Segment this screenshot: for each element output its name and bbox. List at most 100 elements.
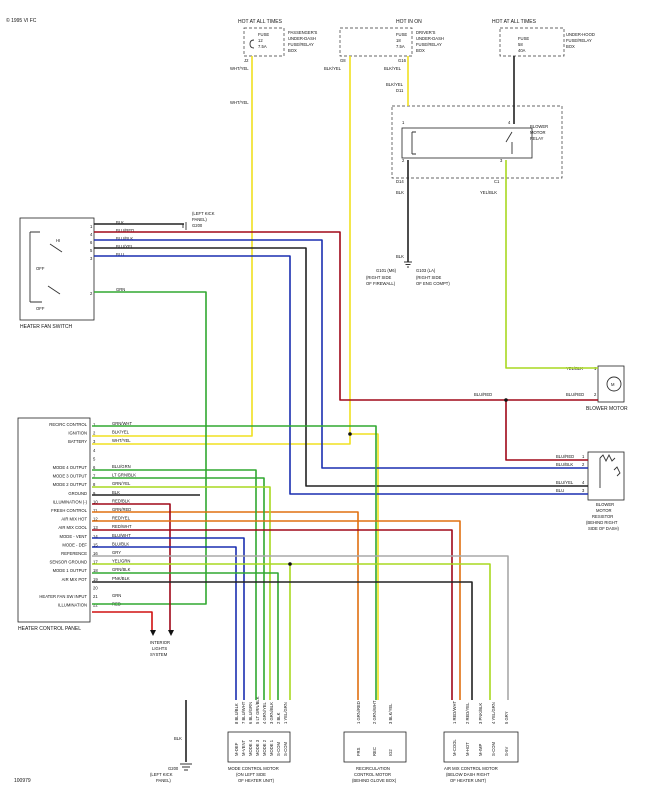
blower-wire-label: BLU/RED [566,392,584,397]
wire-blu-blk [94,239,588,469]
panel-wire-label: BLU/BLK [112,541,129,546]
connector-function-label: S-COM [276,742,281,756]
wire-pnk-blk-pot [92,581,473,700]
blower-motor-relay: BLOWER MOTOR RELAY D11 BLK/YEL 1 2 3 4 D… [386,82,563,195]
relay-coil [411,131,416,155]
fan-switch-ground: G200 [192,223,203,228]
relay-pin-d14: D14 [396,179,404,184]
copyright-text: © 1995 VI FC [6,17,37,24]
g200-note: (LEFT KICK [150,772,173,777]
ground-g101-note: (RIGHT SIDE [366,275,391,280]
panel-wire-label: GRN [112,593,121,598]
fan-switch-pin: 4 [90,232,93,237]
panel-terminal-pin: 15 [93,542,98,547]
wire-grn-wht-recirc [92,425,377,700]
panel-terminal-pin: 4 [93,448,96,453]
connector-function-label: M-VENT [241,740,246,756]
fuse-driver-box-name: UNDER-DASH [416,36,444,41]
connector-function-label: M-HOT [465,742,470,756]
recirc-motor-body [343,731,407,763]
connector-wire-label: 1 GRN/RED [356,701,361,724]
connector-wire-label: 2 BLK [276,712,281,724]
fan-switch-pin: 3 [90,256,93,261]
fuse-hood-number: 58 [518,42,523,47]
panel-terminal-pin: 8 [93,482,96,487]
connector-wire-label: 3 PNK/BLK [478,703,483,724]
panel-terminal-pin: 10 [93,499,98,504]
panel-terminal-name: FRESH CONTROL [51,508,88,513]
relay-pin: 1 [402,120,405,125]
relay-pin: 3 [500,158,503,163]
fan-switch-pin: 2 [90,291,93,296]
fan-switch-pin: 6 [90,240,93,245]
fan-wire-label: GRN [116,287,125,292]
fuse-hood-box-name: BOX [566,44,575,49]
resistor-symbol [599,453,621,488]
wire-blu-blk-def [92,546,237,700]
panel-wire-label: GRN/WHT [112,421,132,426]
fuse-driver-box-name: BOX [416,48,425,53]
fan-wire-label: BLU/RED [116,228,134,233]
resistor-wire-label: BLU/YEL [556,480,574,485]
mode-motor-label: OF HEATER UNIT) [238,778,275,783]
panel-wire-label: GRY [112,550,121,555]
panel-wire-label: GRN/YEL [112,481,131,486]
wire-yel-grn-sensor [92,563,491,700]
panel-wire-label: RED/YEL [112,516,131,521]
splice-point [504,398,508,402]
fuse-passenger-symbol [249,39,255,49]
ground-g103-note: OF ENG COMPT) [416,281,450,286]
fuse-passenger-fuse-label: FUSE [258,32,269,37]
panel-terminal-pin: 17 [93,560,98,565]
panel-terminal-pin: 6 [93,465,96,470]
g200-note: PANEL) [156,778,171,783]
connector-wire-label: 3 BLK/YEL [388,703,393,724]
connector-function-label: M-COOL [452,739,457,756]
connector-function-label: M-IMP [478,743,483,756]
fuse-passenger-hot-label: HOT AT ALL TIMES [238,19,283,25]
connector-wire-label: 8 BLU/BLK [234,703,239,724]
connector-wire-label: 5 GRY [504,711,509,724]
panel-terminal-name: BATTERY [68,439,87,444]
panel-terminal-name: MODE 4 OUTPUT [53,465,88,470]
wire-gry-reference [92,555,509,700]
fuse-passenger-number: 12 [258,38,263,43]
ground-g101-note: OF FIREWALL) [366,281,396,286]
relay-pin: 2 [402,158,405,163]
panel-terminal-pin: 9 [93,491,96,496]
connector-function-label: REC [372,747,377,756]
document-id: 100979 [14,778,31,784]
control-panel-label: HEATER CONTROL PANEL [18,626,81,632]
fuse-hood-box-name: UNDER-HOOD [566,32,595,37]
splice-point [348,432,352,436]
ground-g101: G101 (M6) [376,268,397,273]
fuse-box-underhood: HOT AT ALL TIMES FUSE 58 40A UNDER-HOOD … [492,19,595,57]
fuse-hood-box-name: FUSE/RELAY [566,38,592,43]
fuse-passenger-box-name: UNDER-DASH [288,36,316,41]
connector-wire-label: 1 RED/WHT [452,701,457,724]
panel-terminal-pin: 7 [93,474,96,479]
fan-switch-body [19,217,95,321]
splice-point [288,562,292,566]
blower-wire-label: BLU/RED [474,392,492,397]
fuse-passenger-amp: 7.5A [258,44,267,49]
panel-wire-label: YEL/GRN [112,559,130,564]
g200-name: G200 [168,766,179,771]
fuse-driver-wire-left: BLK/YEL [324,66,342,71]
blower-motor: M 1 2 YEL/BLK BLU/RED BLU/RED BLOWER MOT… [474,365,628,412]
panel-terminal-name: MODE - VENT [60,534,88,539]
fuse-driver-hot-label: HOT IN ON [396,19,422,25]
panel-terminal-pin: 11 [93,508,98,513]
connector-function-label: M-DEF [234,742,239,756]
panel-terminal-name: AIR MIX HOT [61,517,87,522]
resistor-pin: 2 [582,462,585,467]
panel-terminal-pin: 19 [93,577,98,582]
wire-harness [92,56,598,762]
panel-terminal-pin: 2 [93,431,96,436]
fuse-hood-amp: 40A [518,48,526,53]
resistor-label: BLOWER [596,502,614,507]
